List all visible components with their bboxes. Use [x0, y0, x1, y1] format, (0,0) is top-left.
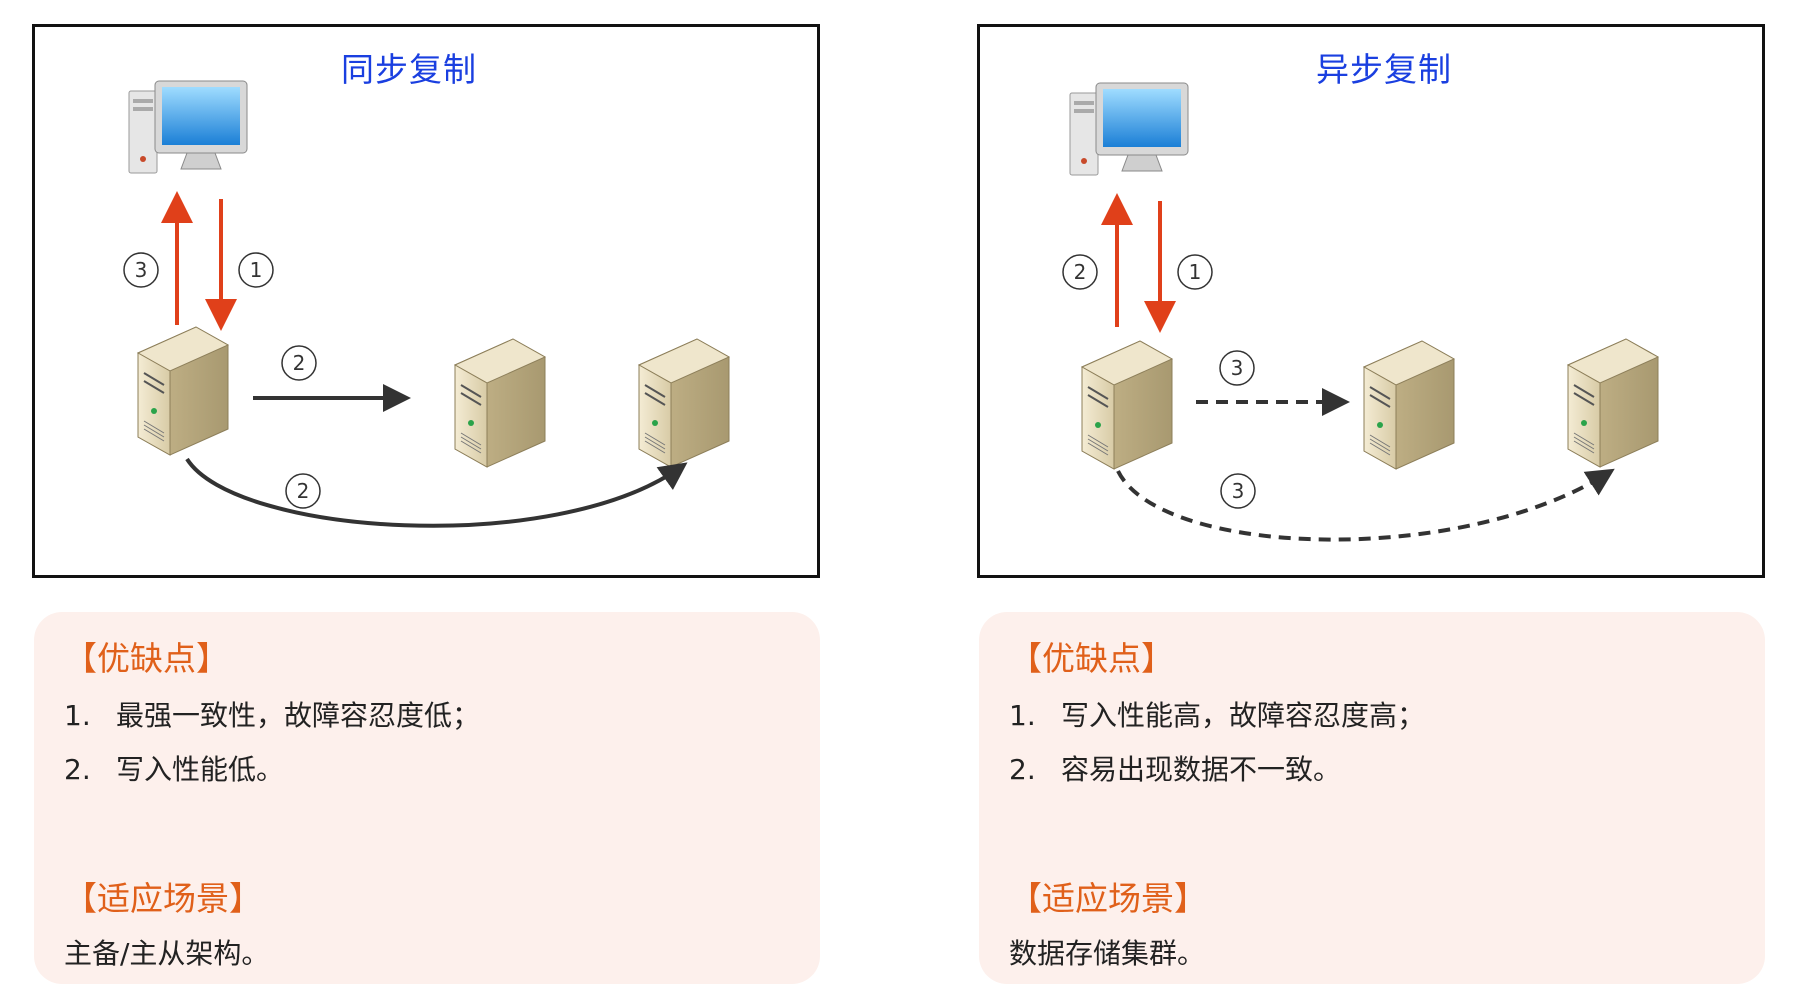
step-circle-replication-1: 2	[281, 345, 317, 381]
list-text: 写入性能高，故障容忍度高；	[1061, 699, 1426, 732]
svg-text:1: 1	[1189, 260, 1202, 284]
tower-server-icon	[1566, 338, 1660, 468]
info-card: 【优缺点】 1. 写入性能高，故障容忍度高； 2. 容易出现数据不一致。 【适应场景…	[979, 612, 1765, 984]
sync-replication-panel: 3 1	[20, 0, 840, 1001]
tower-server-icon	[1080, 340, 1174, 470]
pros-cons-heading: 【优缺点】	[1009, 639, 1174, 678]
step-circle-replication-2: 2	[285, 473, 321, 509]
diagram-title: 同步复制	[341, 50, 477, 89]
list-number: 2.	[1009, 753, 1036, 786]
sync-diagram-canvas: 3 1	[123, 80, 731, 528]
async-replication-panel: 2 1	[965, 0, 1785, 1001]
svg-text:3: 3	[1231, 356, 1244, 380]
scenario-heading: 【适应场景】	[64, 879, 262, 918]
replication-arrow-slave2	[1116, 468, 1615, 542]
desktop-computer-icon	[1069, 82, 1189, 176]
tower-server-icon	[637, 338, 731, 468]
sync-diagram: 3 1	[32, 24, 820, 578]
scenario-heading: 【适应场景】	[1009, 879, 1207, 918]
desktop-computer-icon	[128, 80, 248, 174]
svg-text:2: 2	[1074, 260, 1087, 284]
list-item: 2. 写入性能低。	[64, 748, 284, 788]
step-circle-replication-2: 3	[1220, 473, 1256, 509]
info-card: 【优缺点】 1. 最强一致性，故障容忍度低； 2. 写入性能低。 【适应场景】 主备…	[34, 612, 820, 984]
list-item: 1. 最强一致性，故障容忍度低；	[64, 694, 480, 734]
step-circle-response: 3	[123, 252, 159, 288]
async-diagram-canvas: 2 1	[1062, 82, 1660, 542]
step-circle-response: 2	[1062, 254, 1098, 290]
list-number: 2.	[64, 753, 91, 786]
list-text: 最强一致性，故障容忍度低；	[116, 699, 481, 732]
list-item: 2. 容易出现数据不一致。	[1009, 748, 1341, 788]
step-circle-replication-1: 3	[1219, 350, 1255, 386]
list-item: 1. 写入性能高，故障容忍度高；	[1009, 694, 1425, 734]
svg-text:1: 1	[250, 258, 263, 282]
pros-cons-heading: 【优缺点】	[64, 639, 229, 678]
replication-arrow-slave2	[185, 457, 688, 528]
tower-server-icon	[453, 338, 547, 468]
svg-text:2: 2	[297, 479, 310, 503]
list-number: 1.	[1009, 699, 1036, 732]
list-text: 容易出现数据不一致。	[1061, 753, 1342, 786]
list-text: 写入性能低。	[116, 753, 285, 786]
tower-server-icon	[1362, 340, 1456, 470]
step-circle-request: 1	[1177, 254, 1213, 290]
scenario-text: 主备/主从架构。	[64, 937, 270, 970]
svg-text:2: 2	[293, 351, 306, 375]
diagram-title: 异步复制	[1316, 50, 1452, 89]
step-circle-request: 1	[238, 252, 274, 288]
svg-text:3: 3	[135, 258, 148, 282]
async-diagram: 2 1	[977, 24, 1765, 578]
scenario-text: 数据存储集群。	[1009, 937, 1206, 970]
svg-text:3: 3	[1232, 479, 1245, 503]
tower-server-icon	[136, 326, 230, 456]
list-number: 1.	[64, 699, 91, 732]
